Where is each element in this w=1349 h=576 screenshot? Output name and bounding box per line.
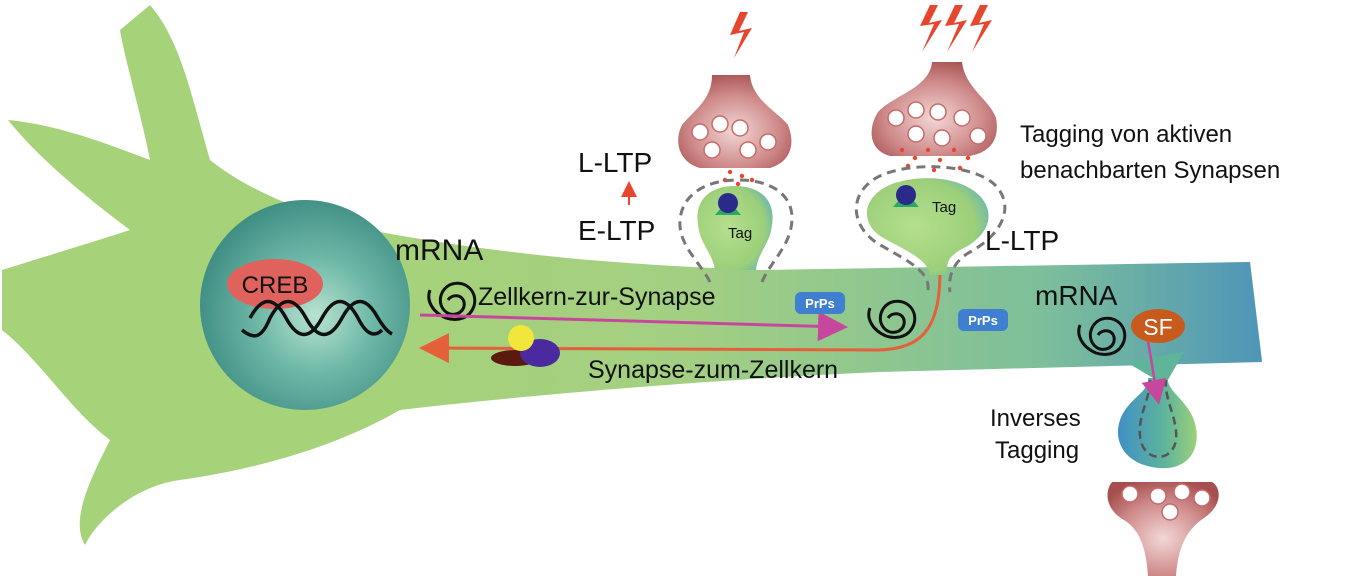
dna-helix-icon <box>240 299 393 338</box>
inverse-spine-outline <box>1138 379 1178 459</box>
left-synapse: Tag L-LTP E-LTP <box>578 12 794 283</box>
presynaptic-terminal-bottom <box>1107 482 1219 576</box>
tag-receptor-icon <box>893 185 919 207</box>
sf-badge <box>1131 309 1185 343</box>
sf-label: SF <box>1143 314 1172 340</box>
nucleus-to-synapse-arrow <box>419 311 848 342</box>
retrograde-cargo <box>491 325 560 367</box>
vesicles-bottom <box>1121 483 1211 521</box>
lightning-bolt-icon <box>945 5 967 52</box>
nucleus-circle <box>200 200 410 410</box>
vesicles-right <box>887 101 987 147</box>
right-synapse: Tag L-LTP Tagging von aktiven benachbart… <box>854 5 1280 293</box>
cargo-yellow <box>508 325 534 351</box>
inverse-arrow <box>1141 341 1167 405</box>
l-ltp-left-label: L-LTP <box>578 147 652 178</box>
prps-label-1: PrPs <box>805 296 835 311</box>
creb-label: CREB <box>242 272 309 299</box>
spine-outline-right <box>854 165 1007 293</box>
mrna-right-label: mRNA <box>1035 280 1118 311</box>
dendrite-shaft <box>380 232 1262 412</box>
mrna-left-group: mRNA <box>395 234 483 321</box>
lightning-bolt-icon <box>970 5 992 52</box>
spiral-icon <box>867 299 917 339</box>
lightning-bolt-icon <box>920 5 942 52</box>
tag-left-label: Tag <box>728 225 752 242</box>
inverse-label-line2: Tagging <box>995 437 1079 464</box>
prps-badge-2: PrPs <box>958 309 1008 331</box>
postsynaptic-spine-left <box>697 186 773 270</box>
creb-badge <box>227 259 323 309</box>
prps-badge-1: PrPs <box>795 292 845 314</box>
postsynaptic-spine-right <box>866 178 989 275</box>
e-ltp-label: E-LTP <box>578 215 655 246</box>
spine-outline-left <box>678 178 794 283</box>
mrna-left-label: mRNA <box>395 234 483 267</box>
inverse-tagging: mRNA SF Inverses Tagging <box>990 280 1219 576</box>
tag-receptor-icon <box>715 193 741 215</box>
tagging-label-line2: benachbarten Synapsen <box>1020 157 1280 184</box>
nucleus: CREB <box>200 200 410 410</box>
vesicles-left <box>691 115 777 159</box>
l-ltp-right-label: L-LTP <box>985 225 1059 256</box>
inverse-label-line1: Inverses <box>990 405 1081 432</box>
neuron-body <box>2 5 1262 545</box>
inverse-spine-funnel <box>1126 352 1184 385</box>
tagging-label-line1: Tagging von aktiven <box>1020 121 1232 148</box>
spiral-icon <box>1077 316 1127 356</box>
inverse-spine <box>1117 378 1197 469</box>
prps-label-2: PrPs <box>968 313 998 328</box>
tag-right-label: Tag <box>932 199 956 216</box>
synapse-to-nucleus-label: Synapse-zum-Zellkern <box>588 356 838 384</box>
nucleus-to-synapse-label: Zellkern-zur-Synapse <box>478 283 716 311</box>
lightning-bolt-icon <box>730 12 752 58</box>
spiral-icon <box>427 281 477 321</box>
